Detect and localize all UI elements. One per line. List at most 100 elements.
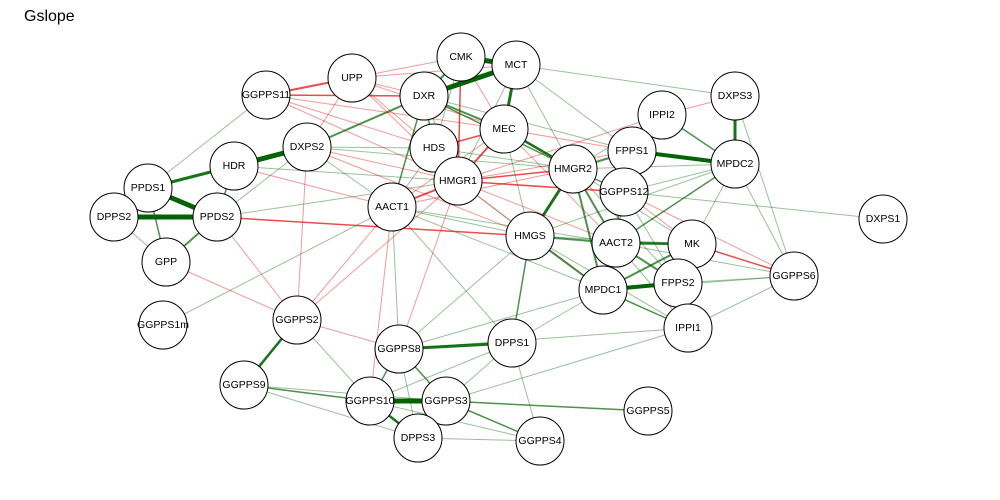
node-circle [89, 192, 139, 242]
node-circle [710, 139, 760, 189]
node-circle [138, 300, 188, 350]
node-label: DPPS3 [401, 432, 436, 444]
node-circle [487, 318, 537, 368]
node-ggpps2: GGPPS2 [272, 295, 322, 345]
node-ggpps6: GGPPS6 [769, 251, 819, 301]
node-circle [710, 71, 760, 121]
node-circle [591, 218, 641, 268]
node-circle [491, 40, 541, 90]
edge-aact1-dpps1 [391, 206, 513, 344]
edge-mpdc1-ggpps8 [398, 289, 604, 350]
node-mec: MEC [479, 104, 529, 154]
node-circle [192, 192, 242, 242]
edge-mct-dxps3 [515, 64, 736, 97]
node-label: GGPPS3 [424, 395, 467, 407]
edge-aact1-aact2 [391, 206, 617, 244]
node-dxr: DXR [399, 71, 449, 121]
node-ppds1: PPDS1 [123, 163, 173, 213]
edge-hmgr2-aact1 [391, 168, 574, 208]
node-dxps2: DXPS2 [282, 122, 332, 172]
edge-ippi1-ggpps3 [445, 327, 689, 402]
edge-ggpps3-ggpps5 [445, 400, 649, 412]
edge-dxps2-hmgs [306, 146, 531, 237]
node-label: HMGR1 [439, 175, 477, 187]
node-dpps2: DPPS2 [89, 192, 139, 242]
node-label: IPPI2 [649, 109, 675, 121]
node-circle [637, 90, 687, 140]
node-hdr: HDR [209, 141, 259, 191]
node-circle [505, 211, 555, 261]
node-label: MPDC2 [717, 158, 754, 170]
node-ggpps9: GGPPS9 [219, 360, 269, 410]
node-label: GGPPS2 [275, 314, 318, 326]
node-aact1: AACT1 [367, 182, 417, 232]
node-circle [209, 141, 259, 191]
node-label: GGPPS1m [137, 319, 189, 331]
node-circle [599, 167, 649, 217]
edge-ggpps9-dpps3 [243, 384, 419, 439]
node-label: HDR [223, 160, 246, 172]
node-ggpps5: GGPPS5 [623, 386, 673, 436]
node-label: AACT1 [375, 201, 409, 213]
node-label: PPDS2 [200, 211, 235, 223]
node-aact2: AACT2 [591, 218, 641, 268]
node-circle [272, 295, 322, 345]
node-circle [663, 303, 713, 353]
node-label: GPP [155, 256, 177, 268]
node-label: GGPPS6 [772, 270, 815, 282]
edge-hdr-hmgr1 [233, 165, 459, 182]
node-ippi2: IPPI2 [637, 90, 687, 140]
node-label: MK [684, 238, 700, 250]
edge-hmgr1-ppds2 [216, 180, 459, 218]
node-circle [282, 122, 332, 172]
node-label: GGPPS8 [377, 343, 420, 355]
node-label: FPPS2 [661, 277, 694, 289]
node-fpps1: FPPS1 [607, 126, 657, 176]
node-circle [578, 265, 628, 315]
node-label: AACT2 [599, 237, 633, 249]
node-cmk: CMK [436, 32, 486, 82]
edge-hmgr1-aact2 [457, 180, 617, 244]
node-dxps3: DXPS3 [710, 71, 760, 121]
node-circle [433, 156, 483, 206]
node-label: DXPS3 [718, 90, 753, 102]
edge-aact1-ggpps1m [162, 206, 393, 326]
node-label: GGPPS4 [518, 435, 561, 447]
node-ggpps8: GGPPS8 [374, 324, 424, 374]
node-circle [858, 194, 908, 244]
node-gpp: GPP [141, 237, 191, 287]
node-label: GGPPS5 [626, 405, 669, 417]
node-circle [515, 416, 565, 466]
node-circle [623, 386, 673, 436]
edge-dpps1-ggpps10 [369, 342, 513, 402]
edge-ggpps11-mec [265, 94, 505, 130]
edge-ippi2-hmgr1 [457, 114, 663, 182]
edge-hmgs-ggpps8 [398, 235, 531, 350]
graph-title: Gslope [24, 8, 75, 25]
node-circle [219, 360, 269, 410]
node-ggpps10: GGPPS10 [345, 376, 395, 426]
node-circle [345, 376, 395, 426]
node-label: MCT [505, 59, 528, 71]
edge-dxr-fpps1 [423, 95, 633, 152]
node-ggpps12: GGPPS12 [599, 167, 649, 217]
node-hmgs: HMGS [505, 211, 555, 261]
node-label: GGPPS12 [599, 186, 648, 198]
node-circle [479, 104, 529, 154]
node-label: PPDS1 [131, 182, 166, 194]
node-circle [436, 32, 486, 82]
node-circle [327, 53, 377, 103]
edge-aact1-mpdc1 [391, 206, 604, 291]
edge-aact1-ggpps10 [369, 206, 393, 402]
node-circle [548, 144, 598, 194]
edge-ggpps9-ggpps3 [243, 384, 447, 402]
node-circle [367, 182, 417, 232]
edge-fpps1-hmgr1 [457, 150, 633, 182]
node-label: HDS [423, 142, 445, 154]
node-label: MEC [492, 123, 516, 135]
node-ggpps3: GGPPS3 [421, 376, 471, 426]
node-label: HMGS [514, 230, 546, 242]
node-fpps2: FPPS2 [653, 258, 703, 308]
